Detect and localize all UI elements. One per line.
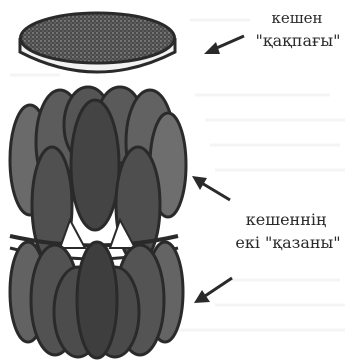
arrow-to-lower-pot: [194, 278, 232, 303]
arrow-to-upper-pot: [192, 176, 230, 200]
pots-label-line-2: екі "қазаны": [224, 235, 352, 251]
lid-shape: [20, 13, 175, 72]
lower-pot-shape: [10, 242, 183, 358]
pots-label-line-1: кешеннің: [236, 212, 336, 228]
arrow-to-lid: [204, 36, 244, 54]
lid-label-line-1: кешен: [258, 11, 336, 26]
lid-label-line-2: "қақпағы": [246, 33, 350, 49]
upper-pot-shape: [10, 87, 186, 263]
